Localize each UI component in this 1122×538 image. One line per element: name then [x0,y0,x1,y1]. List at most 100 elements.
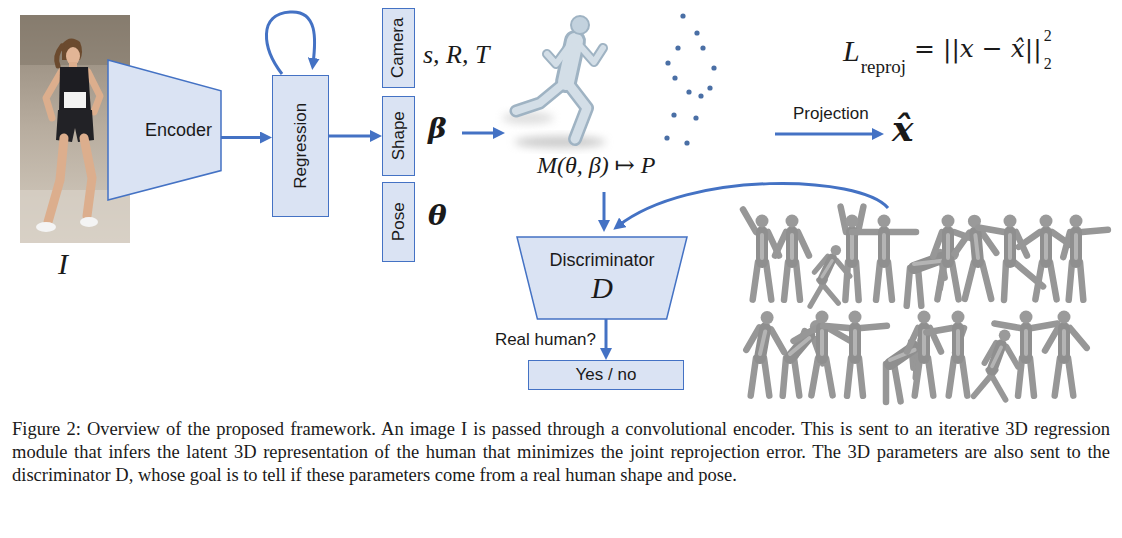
body-mesh [876,262,880,300]
body-mesh [816,311,829,324]
body-mesh [1074,235,1078,258]
mesh-figure [580,46,603,62]
flow-arrow [266,12,314,74]
node-text: Discriminator [549,250,654,271]
body-mesh [918,311,931,324]
body-mesh [784,262,788,300]
body-mesh [841,207,846,232]
body-mesh [994,323,1020,328]
body-mesh [751,358,756,396]
loss-subscript: reproj [861,56,906,78]
joint-dots [700,45,705,50]
body-mesh [1045,328,1058,351]
mesh-function: M(θ, β) ↦ P [537,152,656,180]
mesh-figure [567,82,587,139]
body-mesh [1080,262,1083,300]
body-mesh [823,311,887,396]
body-mesh [1024,331,1028,354]
input-photo [80,217,98,227]
body-mesh [1058,328,1070,358]
output-box: Yes / no [528,360,684,390]
body-mesh [1040,232,1052,262]
mesh-figure [514,136,606,148]
body-mesh [810,245,850,306]
flow-arrow [605,319,608,354]
body-mesh [1019,232,1040,247]
block-outline [108,60,221,200]
body-mesh [926,328,952,333]
body-mesh [918,268,921,306]
body-mesh [982,262,991,299]
body-mesh [954,233,969,254]
body-mesh [846,215,859,228]
body-mesh [786,232,798,262]
joint-dots [672,75,677,80]
body-mesh [894,364,901,401]
body-mesh [952,328,964,358]
norm-subscript: 2 [1044,55,1052,73]
body-mesh [766,262,771,300]
body-mesh [826,358,833,395]
body-mesh [933,215,978,300]
mesh-figure [516,41,603,139]
body-mesh [928,358,933,396]
body-mesh [846,232,858,262]
parameter-box: Camera [382,8,415,88]
body-mesh [890,229,916,236]
body-mesh [820,331,824,354]
body-mesh [942,215,955,228]
mesh-figure [547,45,570,64]
body-mesh [890,350,915,360]
body-mesh [1008,235,1012,258]
discriminator-block: DiscriminatorD [517,237,687,319]
flow-arrow [221,136,266,139]
input-photo [64,92,86,108]
body-mesh [937,262,944,299]
body-mesh [1004,215,1017,228]
flow-arrow [603,192,606,226]
body-mesh [952,311,965,324]
body-mesh [841,207,864,300]
body-mesh [849,311,862,324]
body-mesh [1055,358,1060,396]
body-mesh [1050,262,1057,299]
body-mesh [1070,232,1082,262]
body-mesh [859,358,863,396]
body-mesh [783,358,786,396]
figure-caption: Figure 2: Overview of the proposed frame… [12,418,1110,487]
body-mesh [975,232,978,262]
joint-dots [707,85,712,90]
mesh-collage [743,207,1108,402]
parameter-box: Shape [382,96,415,176]
projection-label: Projection [793,104,869,124]
body-mesh [1070,215,1083,228]
image-symbol: I [58,247,68,282]
parameter-box: Pose [382,182,415,262]
body-mesh [790,235,794,258]
loss-expression: = ||x − x̂|| [914,35,1042,64]
body-mesh [831,245,841,255]
body-mesh [793,311,850,396]
joint-dots [664,13,716,145]
body-mesh [816,328,828,358]
body-mesh [907,328,918,352]
joint-dots [675,45,680,50]
flow-arrow [775,133,878,136]
body-mesh [852,229,878,236]
body-mesh [1058,311,1071,324]
body-mesh [761,311,774,324]
body-mesh [974,329,1018,399]
joint-dots [671,112,676,117]
body-mesh [1069,262,1072,300]
flow-arrow [462,132,499,135]
body-mesh [822,261,832,277]
mesh-figure [567,82,587,139]
body-mesh [764,358,769,396]
body-mesh [1063,232,1070,257]
node-text: Yes / no [576,365,637,385]
body-mesh [753,262,758,300]
body-mesh [783,320,823,396]
joint-dots [680,13,685,18]
body-mesh [952,262,959,299]
